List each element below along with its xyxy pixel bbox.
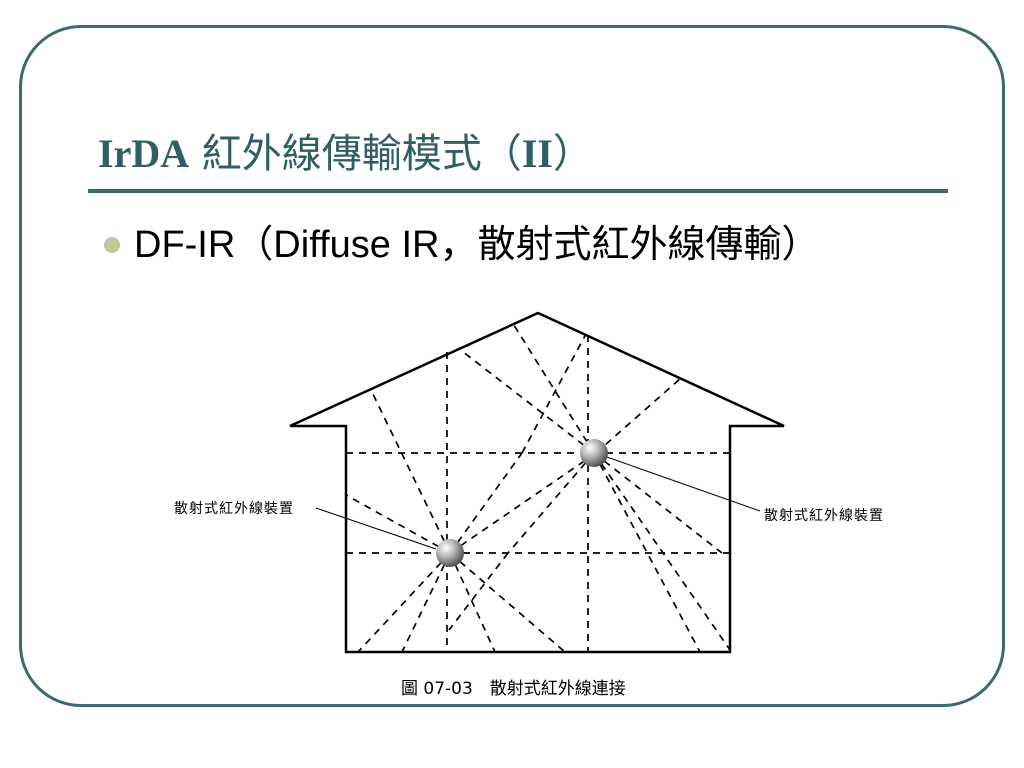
bullet-text: DF-IR（Diffuse IR，散射式紅外線傳輸）	[134, 224, 820, 266]
right-leader-line	[603, 455, 761, 512]
right-device-label: 散射式紅外線裝置	[764, 508, 884, 524]
right-ir-device	[580, 439, 608, 467]
left-device-label: 散射式紅外線裝置	[174, 501, 294, 517]
title-close: ）	[552, 131, 593, 177]
left-leader-line	[315, 507, 437, 550]
title-roman: II	[521, 131, 553, 176]
bullet-icon	[104, 237, 120, 253]
figure-caption: 圖 07-03 散射式紅外線連接	[401, 679, 626, 699]
left-ir-device	[436, 539, 464, 567]
house-outline	[289, 311, 785, 654]
title-latin: IrDA	[98, 131, 190, 176]
slide-title: IrDA 紅外線傳輸模式（II）	[98, 128, 593, 180]
signal-grid	[345, 321, 731, 653]
title-cjk: 紅外線傳輸模式（	[189, 131, 522, 177]
title-underline	[88, 189, 948, 193]
slide-frame	[19, 25, 1005, 707]
